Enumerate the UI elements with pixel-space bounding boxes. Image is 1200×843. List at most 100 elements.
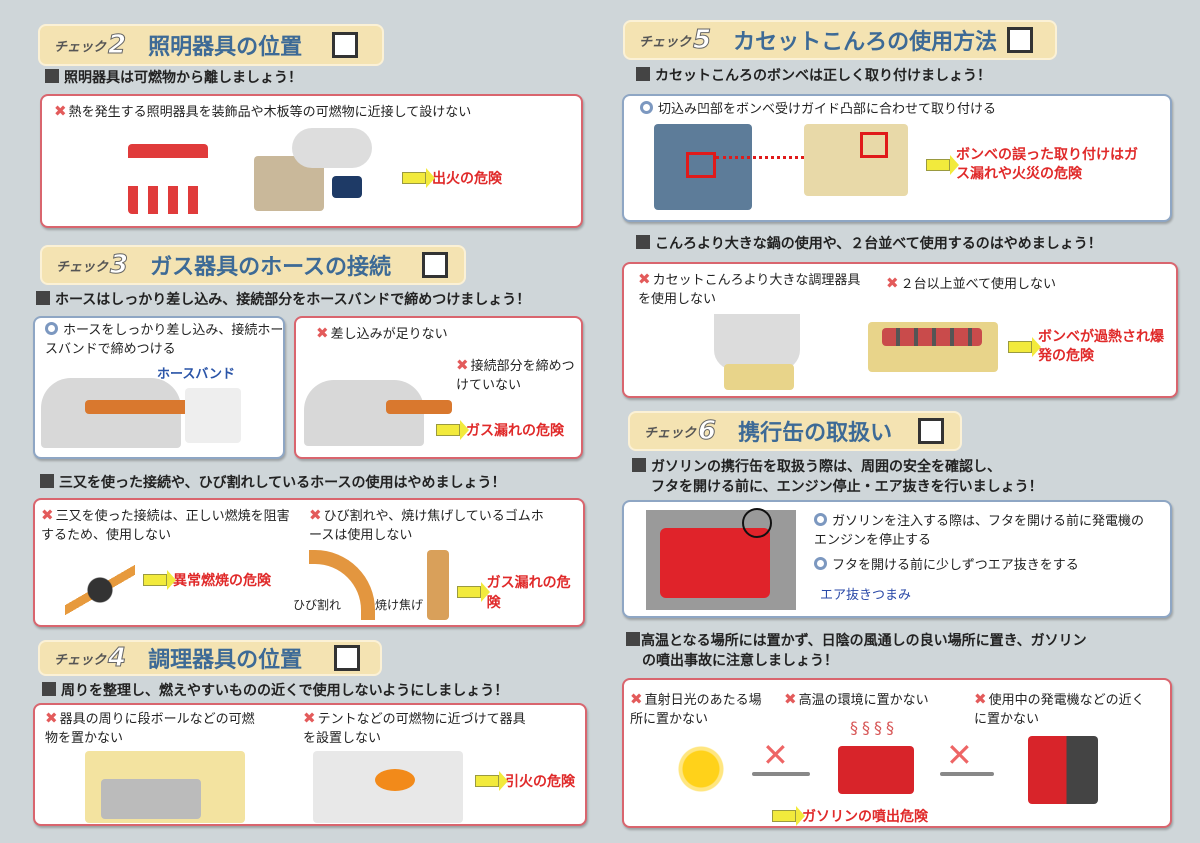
check-number: 4	[108, 643, 127, 674]
arrow-right-icon	[752, 772, 810, 776]
section-title: 調理器具の位置	[148, 648, 303, 673]
check5-checkbox[interactable]	[1007, 27, 1033, 53]
check5-header: チェック 5 カセットこんろの使用方法	[623, 20, 1057, 60]
bad-item: ✖接続部分を締めつけていない	[456, 356, 575, 393]
check3-good-panel: ホースをしっかり差し込み、接続ホースバンドで締めつける ホースバンド	[33, 316, 285, 459]
section-title: ガス器具のホースの接続	[150, 255, 392, 280]
check5-bad-panel: ✖カセットこんろより大きな調理器具を使用しない ✖２台以上並べて使用しない ボン…	[622, 262, 1178, 398]
check3-bad-panel: ✖差し込みが足りない ✖接続部分を締めつけていない ガス漏れの危険	[294, 316, 583, 459]
check6-good-panel: ガソリンを注入する際は、フタを開ける前に発電機のエンジンを停止する フタを開ける…	[622, 500, 1172, 618]
grill-illustration	[101, 779, 201, 819]
highlight-circle	[742, 508, 772, 538]
danger-label: ボンベの誤った取り付けはガス漏れや火災の危険	[926, 146, 1146, 184]
arrow-icon	[402, 168, 435, 188]
check6-heading1: ガソリンの携行缶を取扱う際は、周囲の安全を確認し、フタを開ける前に、エンジン停止…	[632, 457, 1043, 497]
check3-checkbox[interactable]	[422, 252, 448, 278]
check-number: 5	[693, 25, 712, 56]
check6-heading2: 高温となる場所には置かず、日陰の風通しの良い場所に置き、ガソリンの噴出事故に注意…	[626, 631, 1087, 671]
cross-icon: ✕	[762, 736, 789, 774]
fire-illustration	[375, 769, 415, 791]
bad-item: ✖ひび割れや、焼け焦げしているゴムホースは使用しない	[309, 506, 544, 543]
stove-guide-illustration	[804, 124, 908, 196]
burnt-hose-illustration	[427, 550, 449, 620]
bad-item: ✖器具の周りに段ボールなどの可燃物を置かない	[45, 709, 255, 746]
cross-icon: ✕	[946, 736, 973, 774]
check6-header: チェック 6 携行缶の取扱い	[628, 411, 962, 451]
check-prefix: チェック	[639, 34, 692, 50]
bad-item: ✖差し込みが足りない	[316, 324, 448, 342]
highlight-box	[686, 152, 716, 178]
check4-header: チェック 4 調理器具の位置	[38, 640, 382, 676]
heat-icon: §§§§	[850, 718, 898, 737]
hose-band-photo	[185, 388, 241, 443]
sun-icon	[676, 744, 726, 794]
check2-heading: 照明器具は可燃物から離しましょう！	[45, 68, 302, 88]
danger-label: 出火の危険	[402, 168, 502, 188]
dotted-arrow	[716, 156, 864, 159]
bad-item: ✖テントなどの可燃物に近づけて器具を設置しない	[303, 709, 526, 746]
check-prefix: チェック	[54, 39, 107, 55]
bad-item: ✖三又を使った接続は、正しい燃焼を阻害するため、使用しない	[41, 506, 290, 543]
big-pot-illustration	[714, 314, 800, 370]
danger-label: ガソリンの噴出危険	[772, 806, 928, 826]
good-item: 切込み凹部をボンベ受けガイド凸部に合わせて取り付ける	[640, 100, 996, 119]
circle-icon	[45, 322, 58, 335]
check-number: 2	[108, 30, 127, 61]
check3-panel2: ✖三又を使った接続は、正しい燃焼を阻害するため、使用しない 異常燃焼の危険 ✖ひ…	[33, 498, 585, 627]
check-prefix: チェック	[644, 425, 697, 441]
bad-item: ✖使用中の発電機などの近くに置かない	[974, 690, 1145, 727]
cylinder-photo	[654, 124, 752, 210]
bad-item: ✖直射日光のあたる場所に置かない	[630, 690, 762, 727]
red-can	[660, 528, 770, 598]
arrow-left-icon	[940, 772, 994, 776]
check3-heading2: 三又を使った接続や、ひび割れしているホースの使用はやめましょう！	[40, 473, 505, 493]
check4-panel: ✖器具の周りに段ボールなどの可燃物を置かない ✖テントなどの可燃物に近づけて器具…	[33, 703, 587, 826]
bad-item: ✖２台以上並べて使用しない	[886, 274, 1057, 292]
check3-heading1: ホースはしっかり差し込み、接続部分をホースバンドで締めつけましょう！	[36, 290, 530, 310]
check-prefix: チェック	[56, 259, 109, 275]
check6-checkbox[interactable]	[918, 418, 944, 444]
stove-illustration	[724, 364, 794, 390]
section-title: カセットこんろの使用方法	[733, 30, 998, 55]
air-vent-label: エア抜きつまみ	[820, 588, 912, 603]
smoke-illustration	[292, 128, 372, 168]
bad-item: ✖熱を発生する照明器具を装飾品や木板等の可燃物に近接して設けない	[54, 102, 472, 120]
check2-checkbox[interactable]	[332, 32, 358, 58]
lamp-illustration	[332, 176, 362, 198]
stall-illustration	[128, 144, 208, 214]
check5-heading1: カセットこんろのボンベは正しく取り付けましょう！	[636, 66, 991, 86]
highlight-box	[860, 132, 888, 158]
check5-good-panel: 切込み凹部をボンベ受けガイド凸部に合わせて取り付ける ボンベの誤った取り付けはガ…	[622, 94, 1172, 222]
generator-illustration	[1028, 736, 1098, 804]
bad-item: ✖カセットこんろより大きな調理器具を使用しない	[638, 270, 861, 307]
danger-label: ボンベが過熱され爆発の危険	[1008, 328, 1168, 366]
check-prefix: チェック	[54, 652, 107, 668]
bad-item: ✖高温の環境に置かない	[784, 690, 929, 708]
burn-label: 焼け焦げ	[375, 598, 424, 612]
check4-heading: 周りを整理し、燃えやすいものの近くで使用しないようにしましょう！	[42, 681, 508, 701]
check5-heading2: こんろより大きな鍋の使用や、２台並べて使用するのはやめましょう！	[636, 234, 1102, 254]
danger-label: 引火の危険	[475, 771, 575, 791]
check2-panel: ✖熱を発生する照明器具を装飾品や木板等の可燃物に近接して設けない 出火の危険	[40, 94, 583, 228]
good-item: ガソリンを注入する際は、フタを開ける前に発電機のエンジンを停止する	[814, 513, 1145, 548]
danger-label: ガス漏れの危険	[436, 420, 564, 440]
crack-label: ひび割れ	[293, 598, 342, 612]
danger-label: 異常燃焼の危険	[143, 570, 271, 590]
danger-label: ガス漏れの危険	[457, 572, 583, 612]
grill-plate-illustration	[882, 328, 982, 346]
good-item: フタを開ける前に少しずつエア抜きをする	[814, 556, 1079, 575]
hose-band-label: ホースバンド	[157, 367, 236, 382]
good-item: ホースをしっかり差し込み、接続ホースバンドで締めつける	[45, 322, 284, 357]
three-way-illustration	[65, 560, 135, 620]
check6-bad-panel: ✖直射日光のあたる場所に置かない ✖高温の環境に置かない ✖使用中の発電機などの…	[622, 678, 1172, 828]
hose-illustration	[85, 400, 195, 414]
check4-checkbox[interactable]	[334, 645, 360, 671]
section-title: 照明器具の位置	[148, 35, 303, 60]
check2-header: チェック 2 照明器具の位置	[38, 24, 384, 66]
gas-can-illustration	[838, 746, 914, 794]
section-title: 携行缶の取扱い	[738, 421, 893, 446]
check3-header: チェック 3 ガス器具のホースの接続	[40, 245, 466, 285]
check-number: 3	[110, 250, 129, 281]
cross-icon: ✖	[54, 102, 67, 120]
hose-illustration	[386, 400, 452, 414]
